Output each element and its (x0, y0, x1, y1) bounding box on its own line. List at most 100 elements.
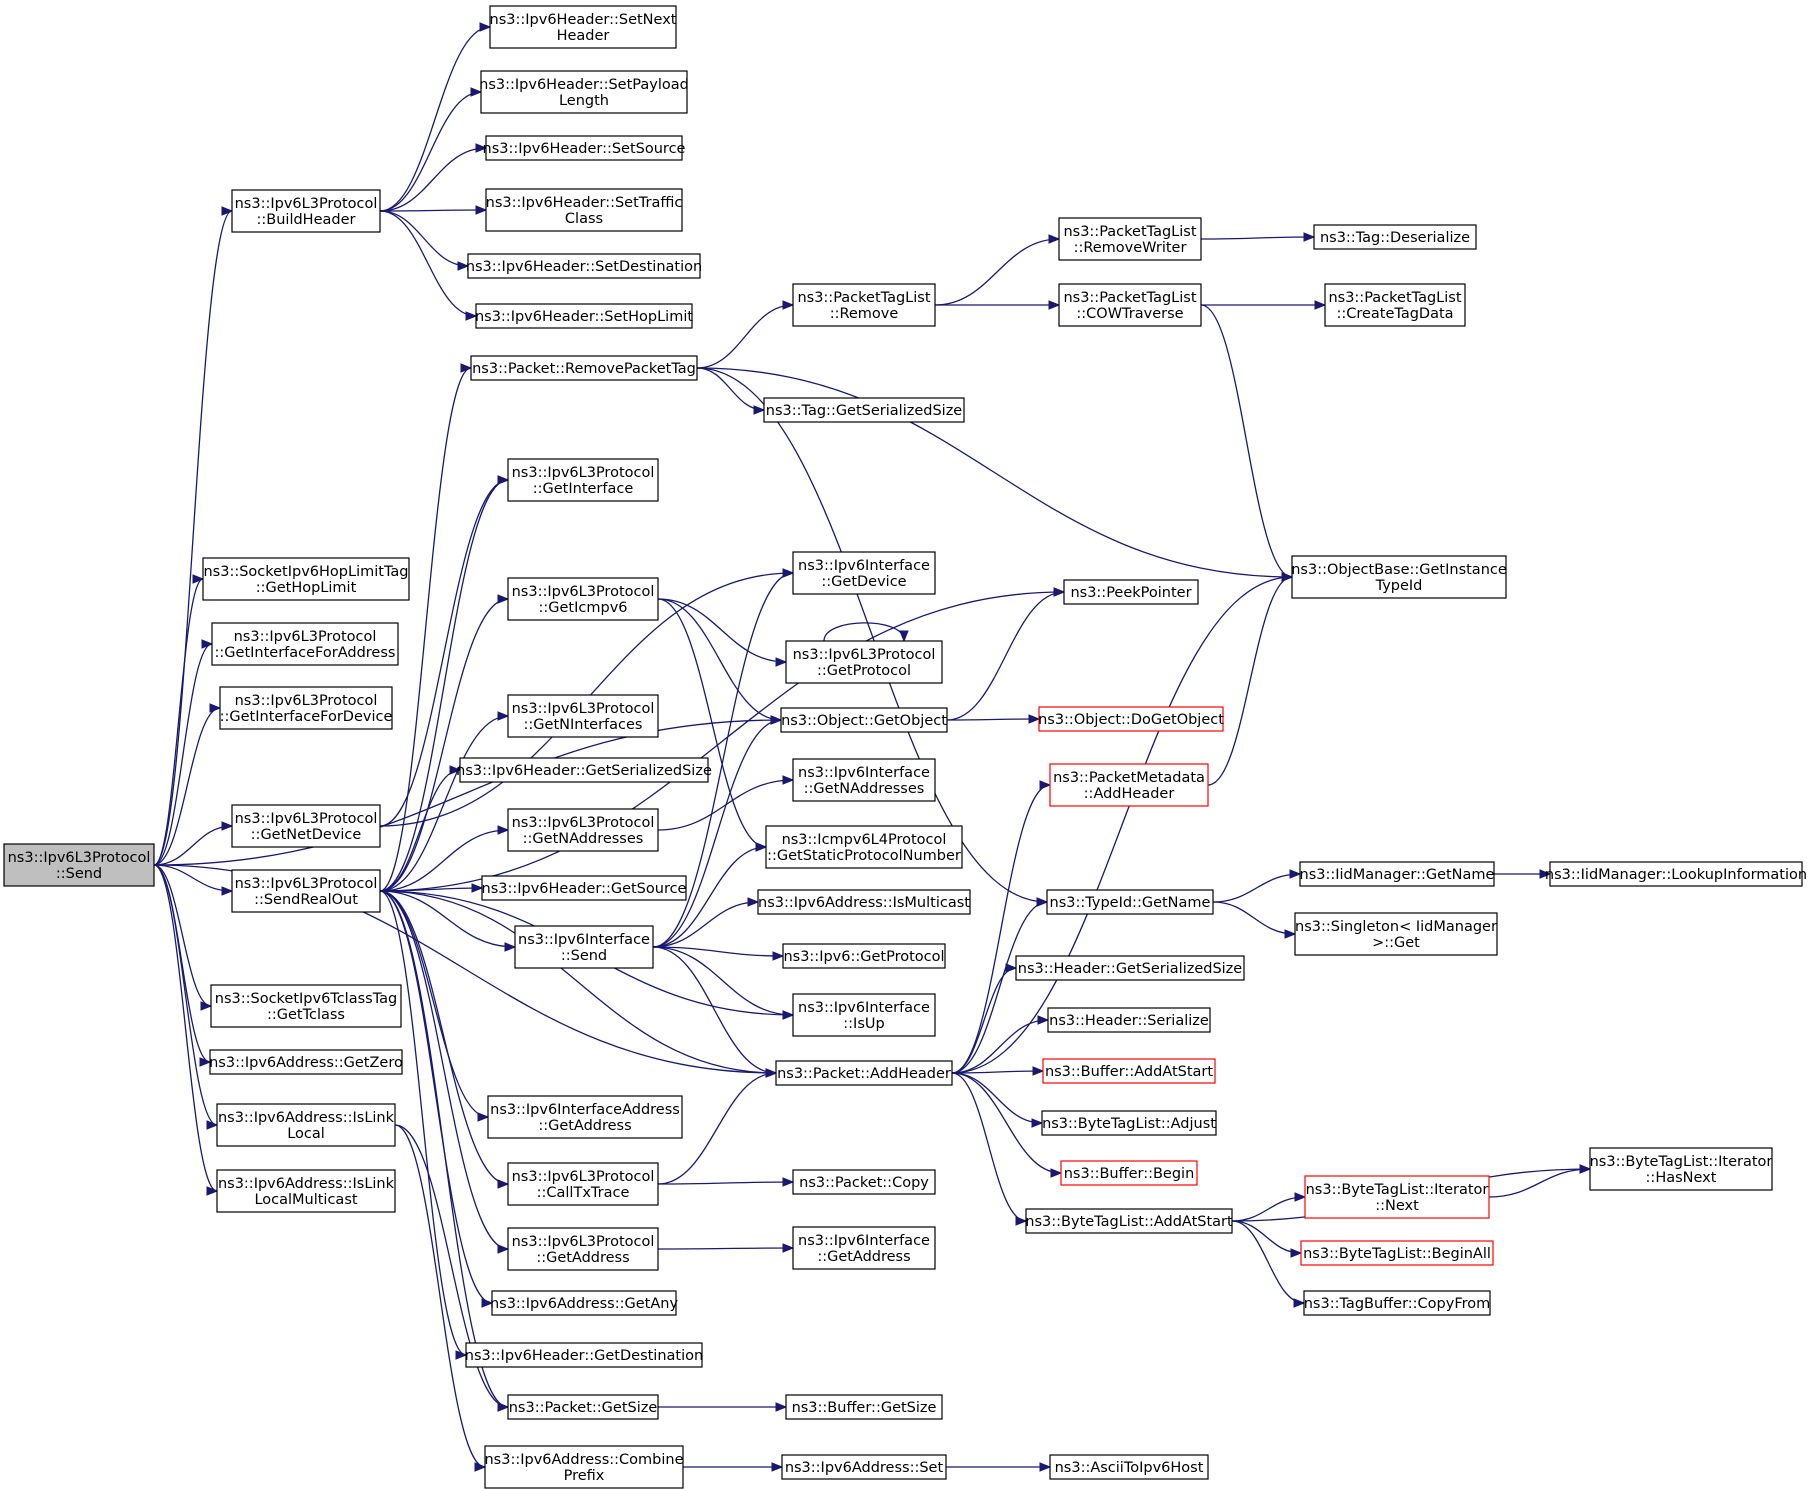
node-getInterface[interactable]: ns3::Ipv6L3Protocol::GetInterface (507, 458, 659, 502)
node-peekPointer[interactable]: ns3::PeekPointer (1063, 579, 1199, 605)
node-getTclass[interactable]: ns3::SocketIpv6TclassTag::GetTclass (210, 984, 402, 1028)
node-getIcmpv6[interactable]: ns3::Ipv6L3Protocol::GetIcmpv6 (507, 577, 659, 621)
node-tagDeserialize[interactable]: ns3::Tag::Deserialize (1313, 224, 1477, 250)
node-removePacketTag[interactable]: ns3::Packet::RemovePacketTag (470, 355, 698, 381)
node-ifIsUp[interactable]: ns3::Ipv6Interface::IsUp (792, 993, 936, 1037)
node-hdrGetDestination[interactable]: ns3::Ipv6Header::GetDestination (465, 1342, 703, 1368)
node-typeIdGetName[interactable]: ns3::TypeId::GetName (1046, 889, 1214, 915)
node-btlAddAtStart[interactable]: ns3::ByteTagList::AddAtStart (1025, 1208, 1233, 1234)
edge-arrowhead (1048, 300, 1061, 310)
node-addHeader[interactable]: ns3::Packet::AddHeader (775, 1060, 953, 1086)
node-label: ::GetProtocol (817, 663, 911, 679)
node-btlHasNext[interactable]: ns3::ByteTagList::Iterator::HasNext (1589, 1147, 1773, 1191)
node-box (3, 843, 155, 887)
node-objGetObject[interactable]: ns3::Object::GetObject (780, 707, 948, 733)
node-pmAddHeader[interactable]: ns3::PacketMetadata::AddHeader (1049, 763, 1209, 807)
edge-arrowhead (497, 825, 510, 835)
node-label: ns3::PacketTagList (1063, 290, 1196, 306)
node-getIfForDevice[interactable]: ns3::Ipv6L3Protocol::GetInterfaceForDevi… (219, 686, 393, 730)
node-icmpStatic[interactable]: ns3::Icmpv6L4Protocol::GetStaticProtocol… (765, 825, 963, 869)
node-label: ::IsUp (843, 1016, 884, 1032)
node-bufAddAtStart[interactable]: ns3::Buffer::AddAtStart (1042, 1058, 1216, 1084)
node-packetGetSize[interactable]: ns3::Packet::GetSize (507, 1394, 659, 1420)
node-getNetDevice[interactable]: ns3::Ipv6L3Protocol::GetNetDevice (231, 804, 381, 848)
node-setHopLimit[interactable]: ns3::Ipv6Header::SetHopLimit (475, 303, 693, 329)
edge-line (379, 210, 477, 317)
node-ptlRemoveWriter[interactable]: ns3::PacketTagList::RemoveWriter (1058, 217, 1202, 261)
node-send[interactable]: ns3::Ipv6L3Protocol::Send (3, 843, 155, 887)
node-headerGetSerSize[interactable]: ns3::Header::GetSerializedSize (1015, 955, 1245, 981)
node-label: LocalMulticast (254, 1192, 357, 1208)
node-label: ::GetInterface (533, 481, 634, 497)
node-headerSerialize[interactable]: ns3::Header::Serialize (1047, 1007, 1211, 1033)
edge-arrowhead (782, 1177, 795, 1187)
node-ifSend[interactable]: ns3::Ipv6Interface::Send (514, 925, 654, 969)
edge-arrowhead (755, 842, 768, 852)
edge-sendRealOut-to-l3GetAddress (379, 890, 510, 1254)
edge-line (696, 367, 765, 411)
node-setDestination[interactable]: ns3::Ipv6Header::SetDestination (466, 253, 702, 279)
node-label: ::AddHeader (1084, 786, 1175, 802)
node-ptlCOW[interactable]: ns3::PacketTagList::COWTraverse (1058, 283, 1202, 327)
edge-arrowhead (497, 594, 510, 604)
node-hdrGetSerializedSize[interactable]: ns3::Ipv6Header::GetSerializedSize (456, 757, 712, 783)
node-btlAdjust[interactable]: ns3::ByteTagList::Adjust (1041, 1110, 1217, 1136)
edge-line (934, 238, 1060, 306)
node-ifGetNAddresses[interactable]: ns3::Ipv6Interface::GetNAddresses (792, 758, 936, 802)
edge-addHeader-to-btlAddAtStart (951, 1072, 1028, 1226)
node-bufBegin[interactable]: ns3::Buffer::Begin (1060, 1160, 1198, 1186)
node-buildHeader[interactable]: ns3::Ipv6L3Protocol::BuildHeader (231, 189, 381, 233)
node-isMulticast[interactable]: ns3::Ipv6Address::IsMulticast (757, 889, 971, 915)
node-tagGetSerializedSize[interactable]: ns3::Tag::GetSerializedSize (763, 397, 965, 423)
node-box (1324, 283, 1466, 327)
edge-layer (153, 22, 1592, 1472)
edge-sendRealOut-to-hdrGetDestination (379, 890, 468, 1360)
node-doGetObject[interactable]: ns3::Object::DoGetObject (1038, 706, 1224, 732)
node-ptlRemove[interactable]: ns3::PacketTagList::Remove (792, 283, 936, 327)
node-l3GetAddress[interactable]: ns3::Ipv6L3Protocol::GetAddress (507, 1227, 659, 1271)
edge-send-to-isLinkLocalMc (153, 864, 219, 1196)
node-sendRealOut[interactable]: ns3::Ipv6L3Protocol::SendRealOut (231, 869, 381, 913)
node-tagBufCopyFrom[interactable]: ns3::TagBuffer::CopyFrom (1303, 1290, 1491, 1316)
node-iidLookup[interactable]: ns3::IidManager::LookupInformation (1545, 861, 1807, 887)
node-addrSet[interactable]: ns3::Ipv6Address::Set (781, 1454, 947, 1480)
node-ifGetAddress[interactable]: ns3::Ipv6Interface::GetAddress (792, 1226, 936, 1270)
node-packetCopy[interactable]: ns3::Packet::Copy (792, 1169, 936, 1195)
node-getHopLimitTag[interactable]: ns3::SocketIpv6HopLimitTag::GetHopLimit (202, 557, 410, 601)
node-label: ns3::ByteTagList::Adjust (1042, 1116, 1216, 1132)
node-getAny[interactable]: ns3::Ipv6Address::GetAny (490, 1290, 678, 1316)
node-l3GetProtocol[interactable]: ns3::Ipv6L3Protocol::GetProtocol (785, 640, 943, 684)
node-btlNext[interactable]: ns3::ByteTagList::Iterator::Next (1304, 1175, 1490, 1219)
node-singletonGet[interactable]: ns3::Singleton< IidManager>::Get (1294, 912, 1498, 956)
node-ipv6GetProtocol[interactable]: ns3::Ipv6::GetProtocol (782, 943, 946, 969)
node-label: ::GetDevice (821, 574, 906, 590)
node-ifGetDevice[interactable]: ns3::Ipv6Interface::GetDevice (792, 551, 936, 595)
edge-line (1200, 304, 1293, 578)
node-bufGetSize[interactable]: ns3::Buffer::GetSize (785, 1394, 943, 1420)
edge-ifSend-to-icmpStatic (652, 842, 768, 948)
edge-arrowhead (1293, 1298, 1306, 1308)
node-box (1063, 579, 1199, 605)
node-createTagData[interactable]: ns3::PacketTagList::CreateTagData (1324, 283, 1466, 327)
node-ifAddrGetAddress[interactable]: ns3::Ipv6InterfaceAddress::GetAddress (487, 1095, 683, 1139)
node-getZero[interactable]: ns3::Ipv6Address::GetZero (209, 1049, 403, 1075)
node-callTxTrace[interactable]: ns3::Ipv6L3Protocol::CallTxTrace (507, 1162, 659, 1206)
node-getIfForAddress[interactable]: ns3::Ipv6L3Protocol::GetInterfaceForAddr… (211, 622, 399, 666)
node-getNAddressesL3[interactable]: ns3::Ipv6L3Protocol::GetNAddresses (507, 808, 659, 852)
node-getNInterfaces[interactable]: ns3::Ipv6L3Protocol::GetNInterfaces (507, 694, 659, 738)
node-asciiToIpv6[interactable]: ns3::AsciiToIpv6Host (1049, 1454, 1209, 1480)
node-btlBeginAll[interactable]: ns3::ByteTagList::BeginAll (1300, 1240, 1494, 1266)
node-iidGetName[interactable]: ns3::IidManager::GetName (1299, 861, 1495, 887)
edge-getIcmpv6-to-objGetObject (657, 598, 783, 725)
node-setSource[interactable]: ns3::Ipv6Header::SetSource (483, 135, 686, 161)
edge-ifSend-to-addHeader (652, 946, 778, 1078)
edge-arrowhead (775, 1402, 788, 1412)
node-hdrGetSource[interactable]: ns3::Ipv6Header::GetSource (481, 875, 687, 901)
